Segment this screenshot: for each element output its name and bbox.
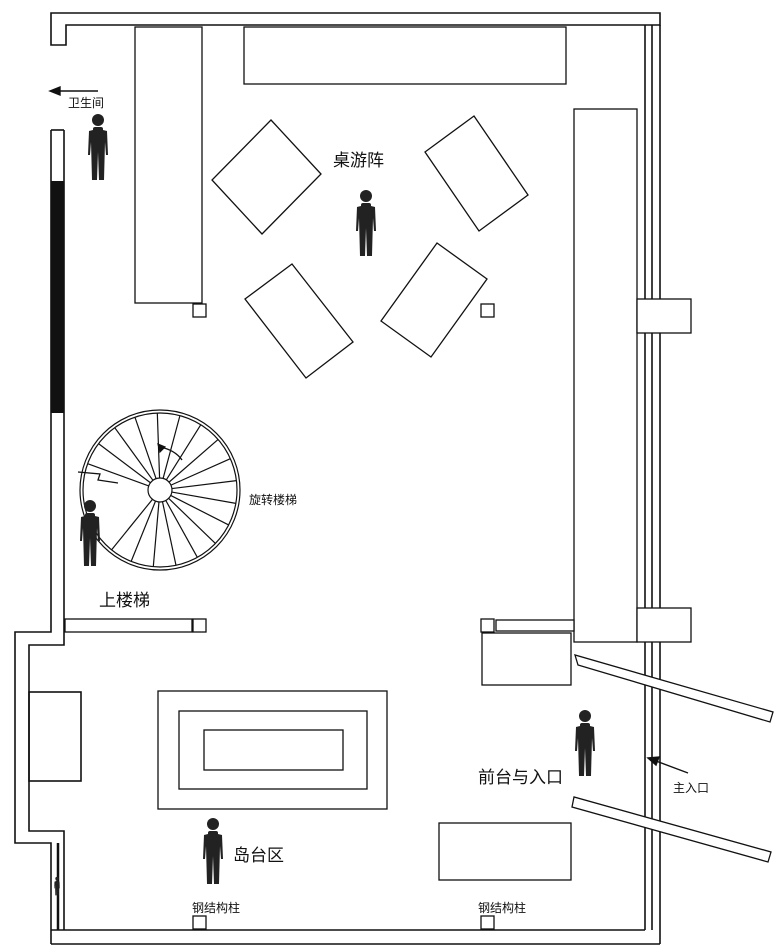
- stair-tread: [165, 500, 198, 558]
- label-upstairs: 上楼梯: [99, 591, 150, 611]
- label-spiral-stairs: 旋转楼梯: [249, 492, 297, 507]
- stair-tread: [134, 416, 157, 479]
- person-silhouette-icon: [356, 190, 376, 256]
- label-steel-column-left: 钢结构柱: [192, 900, 240, 915]
- stair-tread: [171, 491, 236, 504]
- stair-tread: [111, 498, 153, 551]
- stair-tread: [162, 415, 181, 479]
- game-table-1: [211, 119, 322, 235]
- long-bench-top: [243, 26, 567, 85]
- entrance-ramps: [571, 654, 774, 863]
- stair-tread: [168, 439, 219, 483]
- label-restroom: 卫生间: [68, 96, 104, 110]
- stair-tread: [152, 501, 160, 567]
- game-table-4: [380, 242, 488, 358]
- stair-tread: [165, 424, 202, 481]
- lower-furniture: [64, 618, 575, 930]
- stair-tread: [114, 427, 154, 481]
- wall-black-segment: [51, 181, 64, 413]
- person-silhouette-icon: [88, 114, 108, 180]
- person-silhouette-icon: [575, 710, 595, 776]
- stair-tread: [161, 501, 177, 566]
- arrow-left-icon: [48, 85, 98, 97]
- person-silhouette-icon: [203, 818, 223, 884]
- label-main-entrance: 主入口: [673, 781, 709, 795]
- spiral-staircase: [77, 409, 241, 571]
- stair-tread: [170, 458, 231, 486]
- walls: [14, 12, 661, 945]
- board-game-furniture: [134, 26, 692, 643]
- cabinet-bottom-right: [438, 822, 572, 881]
- stair-tread: [87, 463, 149, 487]
- game-table-2: [424, 115, 529, 232]
- label-steel-column-right: 钢结构柱: [478, 900, 526, 915]
- label-board-game-zone: 桌游阵: [333, 151, 384, 171]
- stair-tread: [98, 443, 151, 484]
- front-desk: [481, 632, 572, 686]
- stair-tread: [130, 500, 157, 562]
- label-island-zone: 岛台区: [233, 846, 284, 866]
- label-front-desk-entrance: 前台与入口: [478, 768, 563, 788]
- island-inner: [203, 729, 344, 771]
- long-bench-right: [573, 108, 638, 643]
- arrow-left-icon: [646, 756, 689, 774]
- stair-tread: [171, 480, 237, 490]
- stair-tread: [170, 494, 229, 526]
- game-table-3: [244, 263, 354, 379]
- column-square: [192, 303, 207, 318]
- long-bench-left: [134, 26, 203, 304]
- column-square: [480, 303, 495, 318]
- stair-tread: [168, 497, 216, 544]
